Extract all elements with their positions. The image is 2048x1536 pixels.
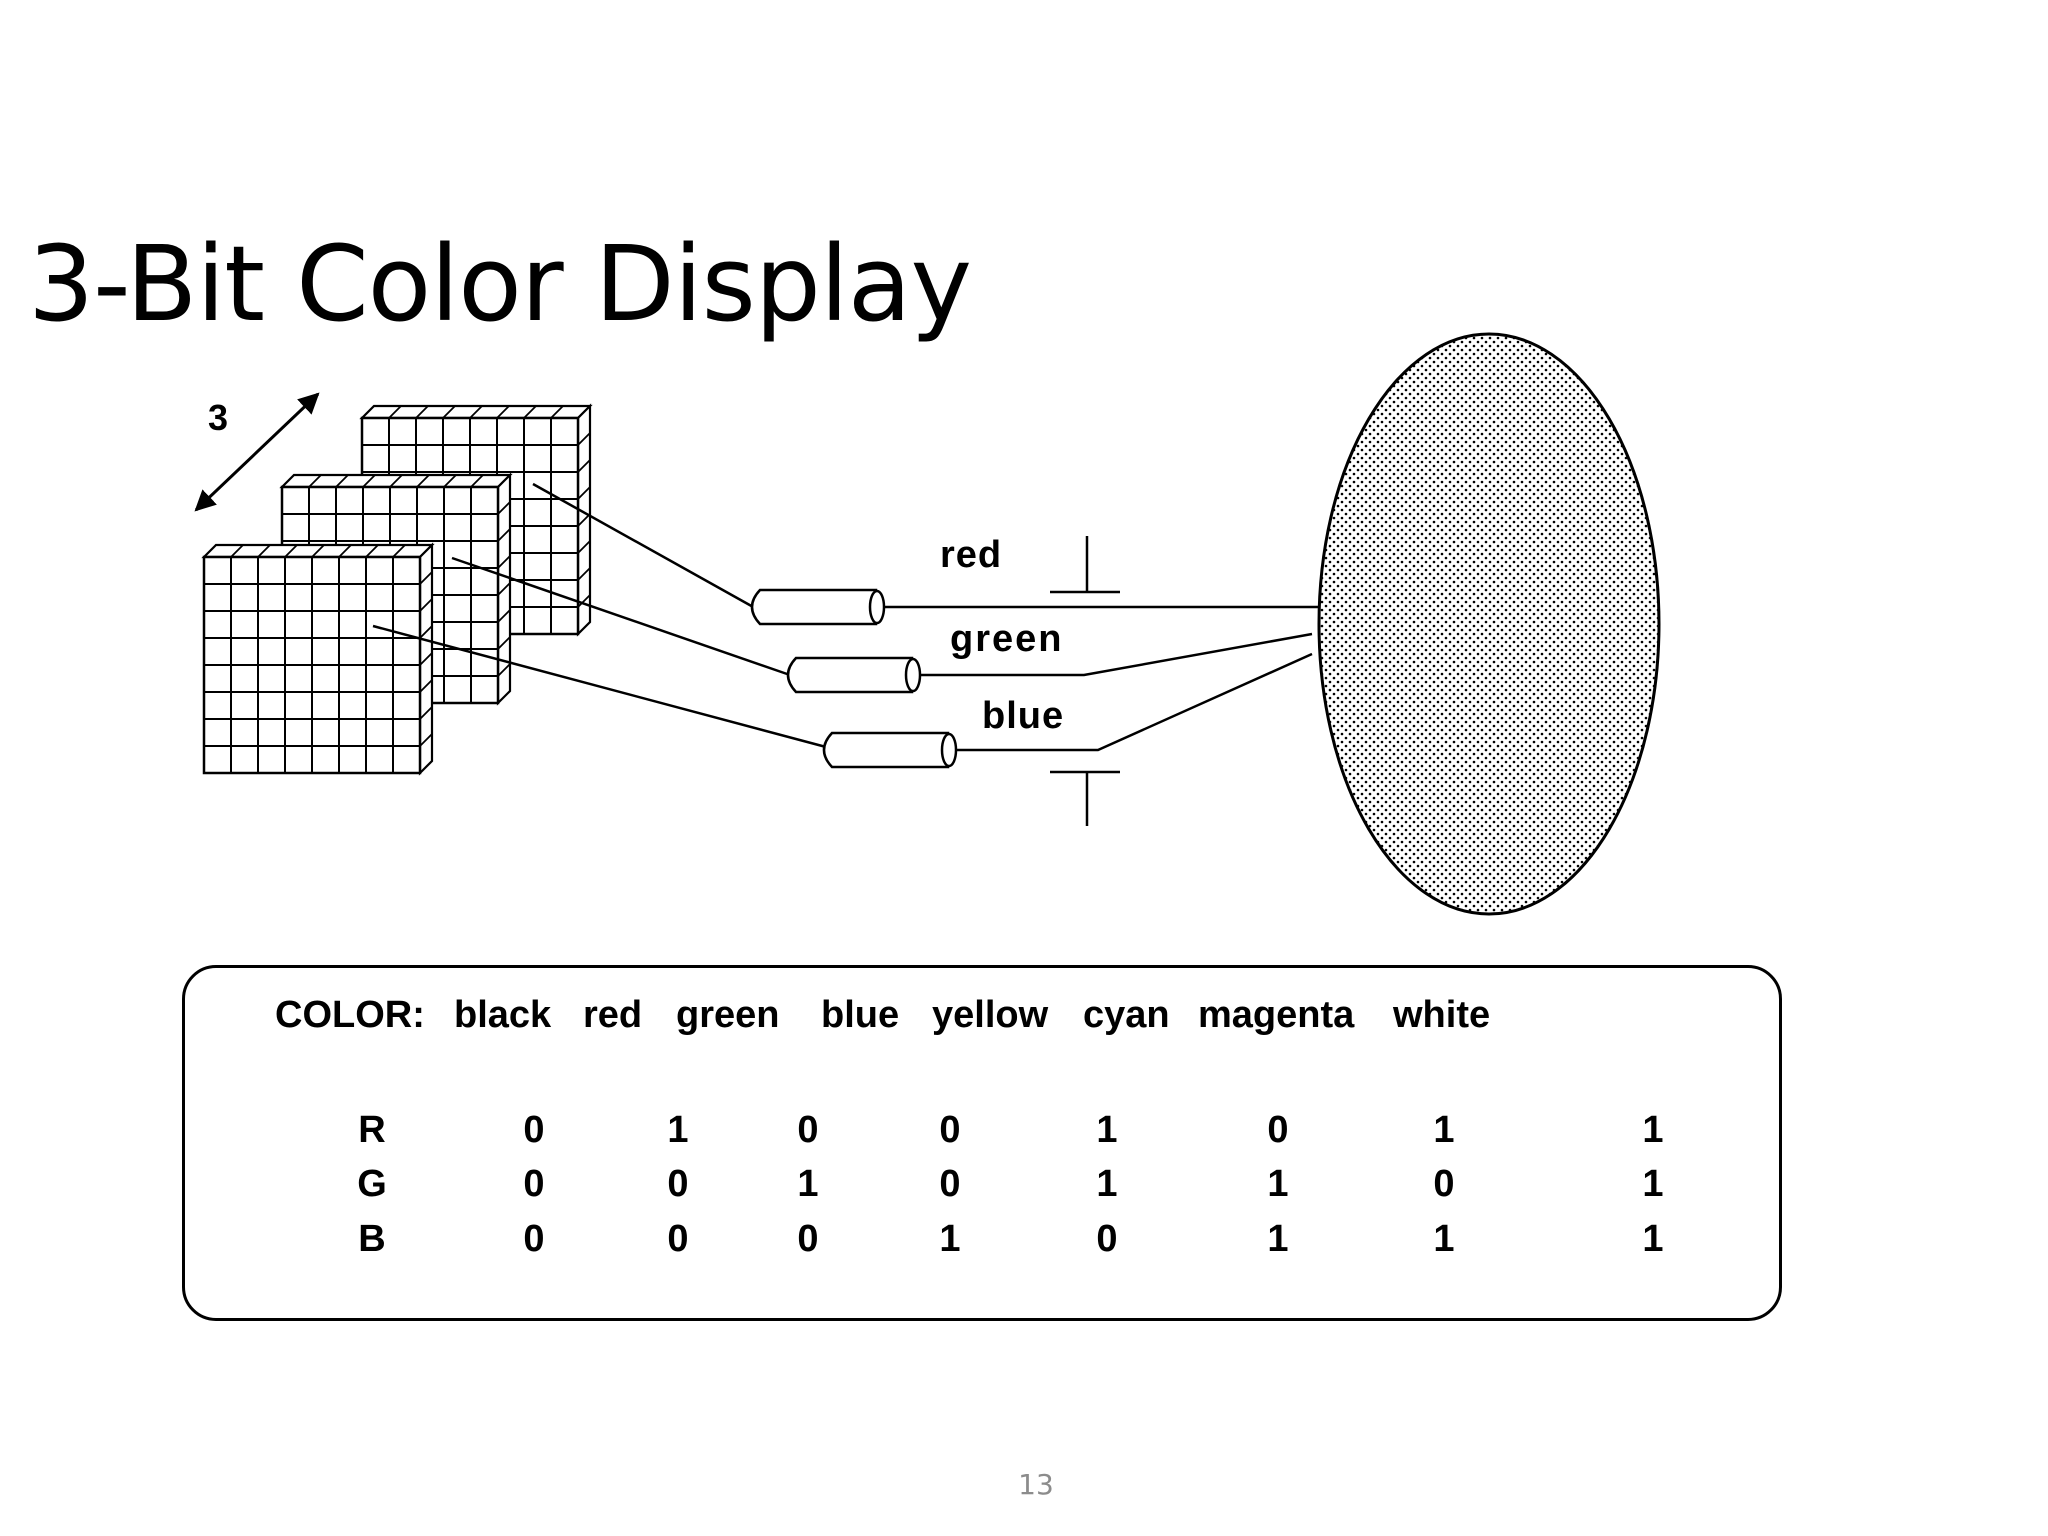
bit-cell: 0 [1096, 1218, 1118, 1260]
gun-green [786, 656, 922, 694]
bit-cell: 1 [1267, 1163, 1289, 1205]
beams [884, 605, 1318, 752]
color-name-white: white [1393, 994, 1491, 1036]
color-name-black: black [454, 994, 552, 1036]
bit-cell: 1 [1433, 1218, 1455, 1260]
color-name-cyan: cyan [1083, 994, 1170, 1036]
bit-cell: 1 [1433, 1109, 1455, 1151]
channel-label-r: R [358, 1109, 386, 1151]
bit-cell: 1 [1642, 1163, 1664, 1205]
display-screen [1317, 332, 1661, 916]
gun-label-blue: blue [982, 695, 1064, 737]
bit-cell: 0 [523, 1109, 545, 1151]
deflection-plate-top [1050, 536, 1120, 594]
bit-cell: 1 [1642, 1218, 1664, 1260]
bit-cell: 0 [667, 1163, 689, 1205]
bit-cell: 1 [1096, 1109, 1118, 1151]
color-bit-table [182, 965, 1782, 1321]
color-name-magenta: magenta [1198, 994, 1355, 1036]
bit-cell: 0 [523, 1218, 545, 1260]
gun-blue [822, 731, 958, 769]
bit-cell: 0 [523, 1163, 545, 1205]
bit-cell: 1 [939, 1218, 961, 1260]
slide-title: 3-Bit Color Display [28, 223, 972, 345]
gun-label-green: green [950, 618, 1063, 660]
bit-cell: 0 [667, 1218, 689, 1260]
depth-arrow [194, 392, 320, 512]
color-name-blue: blue [821, 994, 900, 1036]
bit-cell: 0 [939, 1163, 961, 1205]
color-header-label: COLOR: [275, 994, 425, 1036]
color-name-red: red [583, 994, 643, 1036]
deflection-plate-bottom [1050, 770, 1120, 826]
bit-cell: 1 [1642, 1109, 1664, 1151]
depth-label: 3 [208, 397, 228, 438]
gun-red [750, 588, 886, 626]
color-name-green: green [676, 994, 780, 1036]
bit-cell: 0 [797, 1109, 819, 1151]
bit-cell: 0 [1267, 1109, 1289, 1151]
bit-cell: 1 [797, 1163, 819, 1205]
channel-label-b: B [358, 1218, 386, 1260]
gun-label-red: red [940, 534, 1002, 576]
page-number: 13 [1018, 1468, 1054, 1501]
bit-cell: 1 [1096, 1163, 1118, 1205]
bit-cell: 1 [1267, 1218, 1289, 1260]
bit-cell: 1 [667, 1109, 689, 1151]
bit-cell: 0 [939, 1109, 961, 1151]
bit-cell: 0 [797, 1218, 819, 1260]
bit-plane-front [201, 542, 435, 776]
color-name-yellow: yellow [932, 994, 1049, 1036]
plane-to-gun-wires [372, 482, 827, 749]
bit-cell: 0 [1433, 1163, 1455, 1205]
channel-label-g: G [357, 1163, 387, 1205]
